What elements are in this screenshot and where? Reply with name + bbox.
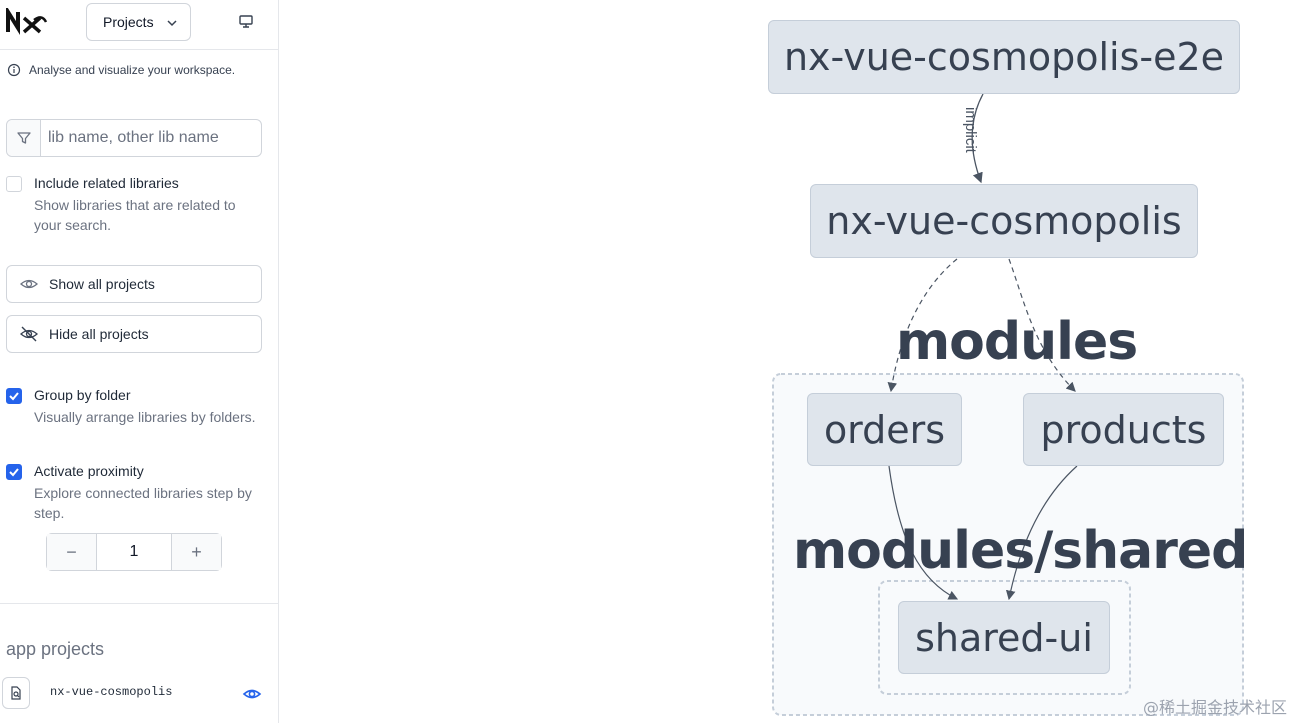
- project-name[interactable]: nx-vue-cosmopolis: [50, 685, 173, 699]
- include-related-option: Include related libraries Show libraries…: [6, 175, 266, 235]
- edge-orders-to-shared-ui: [888, 465, 959, 600]
- edge-products-to-shared-ui: [1005, 465, 1078, 601]
- graph-edges: [772, 93, 1244, 716]
- show-all-projects-label: Show all projects: [49, 276, 155, 292]
- activate-proximity-option: Activate proximity Explore connected lib…: [6, 463, 266, 523]
- graph-node-products[interactable]: products: [1023, 393, 1224, 466]
- check-icon: [9, 468, 19, 477]
- group-by-folder-description: Visually arrange libraries by folders.: [34, 409, 256, 425]
- proximity-stepper: − 1 +: [46, 533, 222, 571]
- group-label-modules: modules: [896, 312, 1138, 372]
- info-text: Analyse and visualize your workspace.: [29, 63, 236, 77]
- graph-node-app[interactable]: nx-vue-cosmopolis: [810, 184, 1198, 258]
- graph-node-orders[interactable]: orders: [807, 393, 962, 466]
- include-related-checkbox[interactable]: [6, 176, 22, 192]
- nx-logo-icon[interactable]: [6, 8, 48, 36]
- monitor-icon[interactable]: [238, 14, 254, 30]
- filter-field: [6, 119, 262, 157]
- projects-dropdown-label: Projects: [103, 14, 154, 30]
- include-related-title: Include related libraries: [34, 175, 179, 191]
- include-related-description: Show libraries that are related to your …: [34, 197, 236, 233]
- activate-proximity-checkbox[interactable]: [6, 464, 22, 480]
- group-label-modules-shared: modules/shared: [793, 521, 1248, 581]
- chevron-down-icon: [167, 20, 177, 27]
- edge-label-implicit: implicit: [962, 107, 979, 153]
- document-search-icon: [11, 686, 21, 700]
- graph-node-e2e[interactable]: nx-vue-cosmopolis-e2e: [768, 20, 1240, 94]
- info-icon: [7, 63, 21, 77]
- edge-app-to-orders: [887, 258, 958, 393]
- increment-button[interactable]: +: [172, 534, 221, 570]
- group-by-folder-option: Group by folder Visually arrange librari…: [6, 387, 266, 447]
- group-by-folder-checkbox[interactable]: [6, 388, 22, 404]
- group-by-folder-title: Group by folder: [34, 387, 131, 403]
- sidebar: Projects Analyse and visualize your work…: [0, 0, 279, 723]
- project-graph-canvas[interactable]: implicit nx-vue-cosmopolis-e2e nx-vue-co…: [279, 0, 1293, 723]
- filter-icon: [7, 120, 41, 156]
- activate-proximity-description: Explore connected libraries step by step…: [34, 485, 252, 521]
- projects-dropdown[interactable]: Projects: [86, 3, 191, 41]
- eye-off-icon: [20, 326, 38, 342]
- hide-all-projects-button[interactable]: Hide all projects: [6, 315, 262, 353]
- eye-icon: [20, 279, 38, 289]
- sidebar-header: Projects: [0, 0, 278, 50]
- check-icon: [9, 392, 19, 401]
- divider: [0, 603, 278, 604]
- hide-all-projects-label: Hide all projects: [49, 326, 149, 342]
- edge-app-to-products: [1008, 258, 1076, 392]
- watermark: @稀土掘金技术社区: [1142, 698, 1287, 717]
- graph-node-shared-ui[interactable]: shared-ui: [898, 601, 1110, 674]
- activate-proximity-title: Activate proximity: [34, 463, 144, 479]
- filter-input[interactable]: [42, 120, 260, 156]
- show-all-projects-button[interactable]: Show all projects: [6, 265, 262, 303]
- list-item: nx-vue-cosmopolis: [0, 677, 278, 709]
- eye-icon[interactable]: [242, 684, 262, 704]
- info-banner: Analyse and visualize your workspace.: [7, 63, 235, 77]
- proximity-value[interactable]: 1: [96, 534, 172, 570]
- focus-project-button[interactable]: [2, 677, 30, 709]
- decrement-button[interactable]: −: [47, 534, 96, 570]
- app-projects-heading: app projects: [6, 639, 105, 659]
- edge-e2e-to-app: [971, 93, 984, 184]
